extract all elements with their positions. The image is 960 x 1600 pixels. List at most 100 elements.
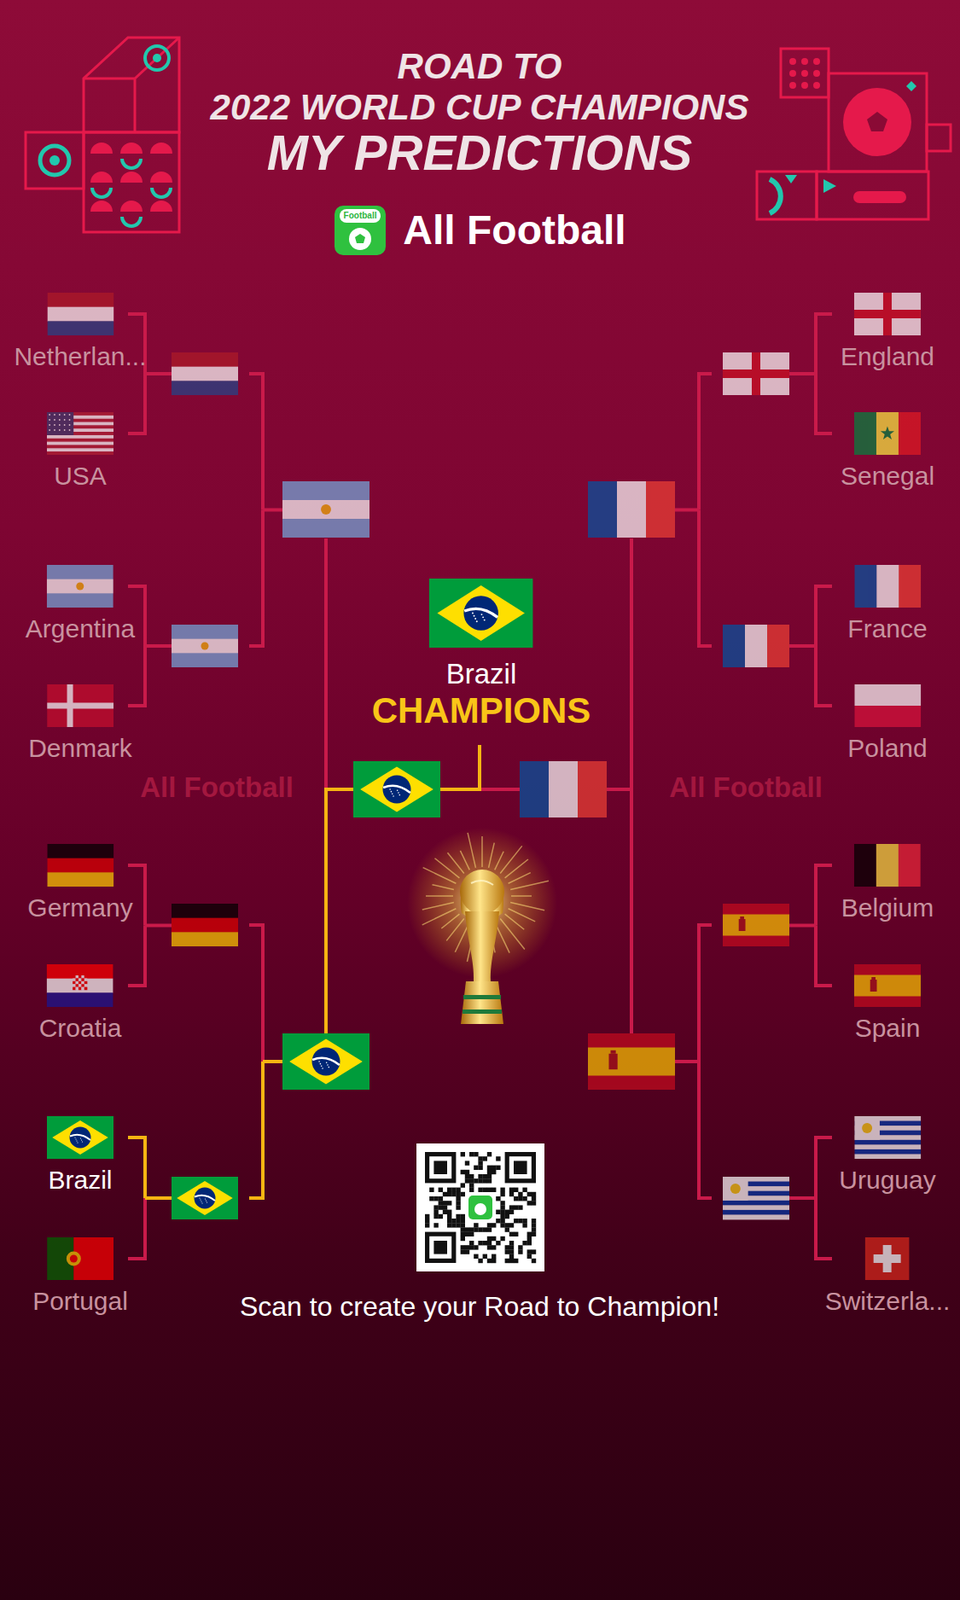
- flag-icon: [69, 418, 71, 421]
- flag-icon: [194, 1187, 216, 1210]
- qr-code: [522, 1240, 527, 1246]
- qr-code: [473, 1254, 478, 1259]
- flag-icon: [282, 500, 370, 519]
- qr-code: [469, 1245, 474, 1250]
- trophy-illustration: [460, 981, 504, 1024]
- flag-icon: [81, 1140, 83, 1142]
- qr-code: [513, 1258, 518, 1263]
- label-box: All Football: [139, 770, 294, 805]
- qr-code: [505, 1214, 510, 1219]
- flag-icon: [312, 1058, 340, 1065]
- corner-decoration: [813, 69, 821, 77]
- flag-icon: [46, 292, 114, 336]
- qr-code: [491, 1165, 496, 1170]
- flag-icon: [473, 614, 476, 617]
- trophy-illustration: [467, 832, 476, 868]
- flag-icon: [46, 1237, 114, 1280]
- flag-icon: [722, 903, 790, 947]
- corner-decoration: [926, 124, 951, 152]
- icon-label: Football: [343, 210, 378, 222]
- qr-code: [527, 1200, 532, 1205]
- qr-code: [527, 1254, 532, 1259]
- flag-icon: [383, 775, 412, 804]
- qr-code: [460, 1218, 466, 1223]
- flag-icon: [46, 684, 114, 728]
- flag-icon: [767, 624, 790, 668]
- trophy-illustration: [441, 913, 460, 929]
- flag-icon: [437, 585, 525, 641]
- flag-icon: [722, 352, 790, 396]
- qr-code: [495, 1156, 501, 1161]
- qr-code: [505, 1222, 510, 1228]
- bracket-line: [815, 586, 832, 646]
- flag-icon: [81, 1139, 82, 1141]
- qr-code: [465, 1178, 470, 1183]
- flag-icon: [46, 442, 114, 446]
- trophy-illustration: [447, 852, 464, 873]
- bracket-line: [249, 373, 263, 511]
- flag-icon: [46, 564, 114, 608]
- flag-icon: [854, 1153, 921, 1159]
- corner-decoration: [789, 58, 797, 65]
- qr-code: [416, 1143, 545, 1272]
- bracket-line: [145, 644, 172, 648]
- flag-icon: [64, 413, 66, 416]
- qr-code: [500, 1204, 505, 1210]
- flag-icon: [587, 1047, 675, 1077]
- flag-icon: [201, 1202, 203, 1204]
- qr-code: [500, 1218, 505, 1223]
- flag-icon: [519, 761, 550, 818]
- flag-icon: [608, 1053, 617, 1070]
- flag-icon: [876, 843, 900, 887]
- qr-code: [487, 1222, 492, 1228]
- corner-decoration: [83, 37, 180, 133]
- flag-icon: [46, 1116, 114, 1159]
- qr-code: [517, 1245, 523, 1250]
- qr-code: [513, 1204, 518, 1210]
- flag-icon: [78, 987, 82, 991]
- flag-icon: [429, 578, 534, 648]
- flag-icon: [876, 564, 900, 608]
- qr-code: [433, 1210, 438, 1215]
- qr-code: [491, 1222, 496, 1228]
- flag-icon: [75, 983, 80, 988]
- flag-icon: [58, 424, 61, 426]
- qr-code: [473, 1178, 478, 1183]
- flag-icon: [75, 977, 80, 982]
- qr-code: [460, 1222, 466, 1228]
- flag-icon: [880, 426, 895, 440]
- bracket-line: [145, 1196, 172, 1200]
- flag-icon: [84, 981, 88, 985]
- qr-code: [424, 1218, 430, 1223]
- label-box: Football: [343, 210, 378, 222]
- flag-icon: [46, 412, 114, 455]
- qr-code: [517, 1204, 523, 1210]
- flag-icon: [46, 307, 114, 322]
- flag-icon: [861, 1122, 873, 1134]
- flag-icon: [854, 964, 921, 1007]
- qr-code: [522, 1218, 527, 1223]
- corner-decoration: [150, 171, 173, 183]
- flag-icon: [482, 616, 484, 618]
- qr-code: [429, 1196, 434, 1201]
- team-card: Germany: [27, 843, 133, 924]
- qr-code: [487, 1152, 492, 1157]
- app-icon: [354, 233, 366, 244]
- team-card: France: [847, 564, 927, 645]
- bracket-line: [249, 1061, 263, 1199]
- flag-icon: [58, 418, 61, 421]
- qr-code: [509, 1210, 514, 1215]
- app-icon: [349, 227, 372, 251]
- flag-icon: [206, 1201, 208, 1203]
- qr-code: [491, 1187, 496, 1193]
- flag-icon: [171, 931, 239, 947]
- flag-icon: [465, 608, 499, 617]
- trophy-illustration: [422, 902, 454, 910]
- flag-icon: [854, 964, 921, 1007]
- flag-icon: [78, 975, 82, 979]
- qr-code: [491, 1254, 496, 1259]
- flag-icon: [353, 761, 441, 818]
- flag-icon: [84, 983, 88, 988]
- flag-icon: [399, 794, 402, 797]
- flag-icon: [48, 424, 51, 426]
